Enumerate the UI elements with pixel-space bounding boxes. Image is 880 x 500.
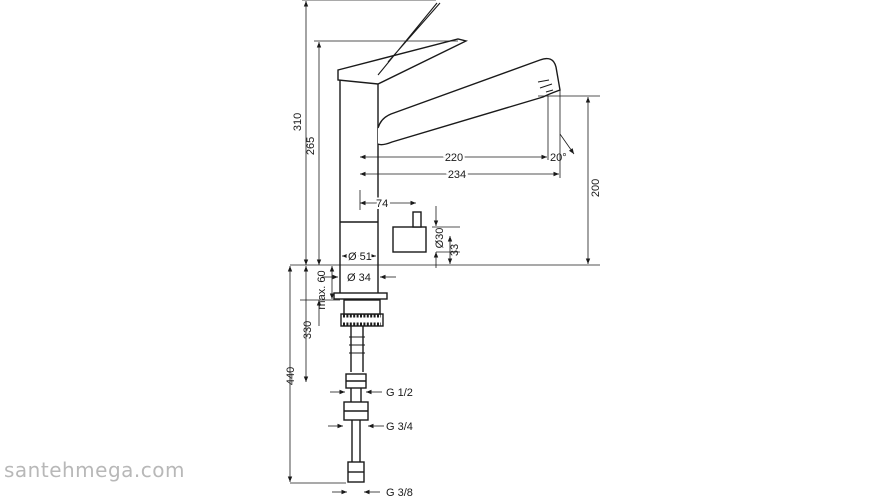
hose-lower xyxy=(351,420,361,462)
faucet-spout xyxy=(377,57,561,146)
lever-stem xyxy=(377,2,441,76)
dim-body-dia: Ø 51 xyxy=(348,251,372,263)
side-knob xyxy=(392,226,427,253)
dim-max-60: max. 60 xyxy=(316,270,328,309)
lever-handle xyxy=(337,38,469,85)
dim-200: 200 xyxy=(590,179,602,197)
dim-33: 33 xyxy=(449,244,461,256)
dim-330: 330 xyxy=(302,321,314,339)
spout-aerator xyxy=(537,79,554,93)
dim-220: 220 xyxy=(445,152,463,164)
faucet-outline xyxy=(333,2,561,483)
shank xyxy=(350,326,364,372)
side-knob-stem xyxy=(412,211,422,228)
dim-angle: 20° xyxy=(550,152,567,164)
dim-g38: G 3/8 xyxy=(386,487,413,499)
dim-g34: G 3/4 xyxy=(386,421,413,433)
dim-shank-dia: Ø 34 xyxy=(347,272,371,284)
hose xyxy=(350,388,362,402)
faucet-base xyxy=(339,265,379,293)
dim-310: 310 xyxy=(292,113,304,131)
dim-g12: G 1/2 xyxy=(386,387,413,399)
faucet-body xyxy=(339,80,379,265)
dim-265: 265 xyxy=(305,137,317,155)
dimension-lines xyxy=(287,1,591,495)
dim-74: 74 xyxy=(376,198,388,210)
watermark: santehmega.com xyxy=(4,458,185,482)
dim-440: 440 xyxy=(285,367,297,385)
dim-234: 234 xyxy=(448,169,466,181)
dim-knob-dia: Ø30 xyxy=(434,228,446,249)
deck-plate xyxy=(333,292,388,300)
